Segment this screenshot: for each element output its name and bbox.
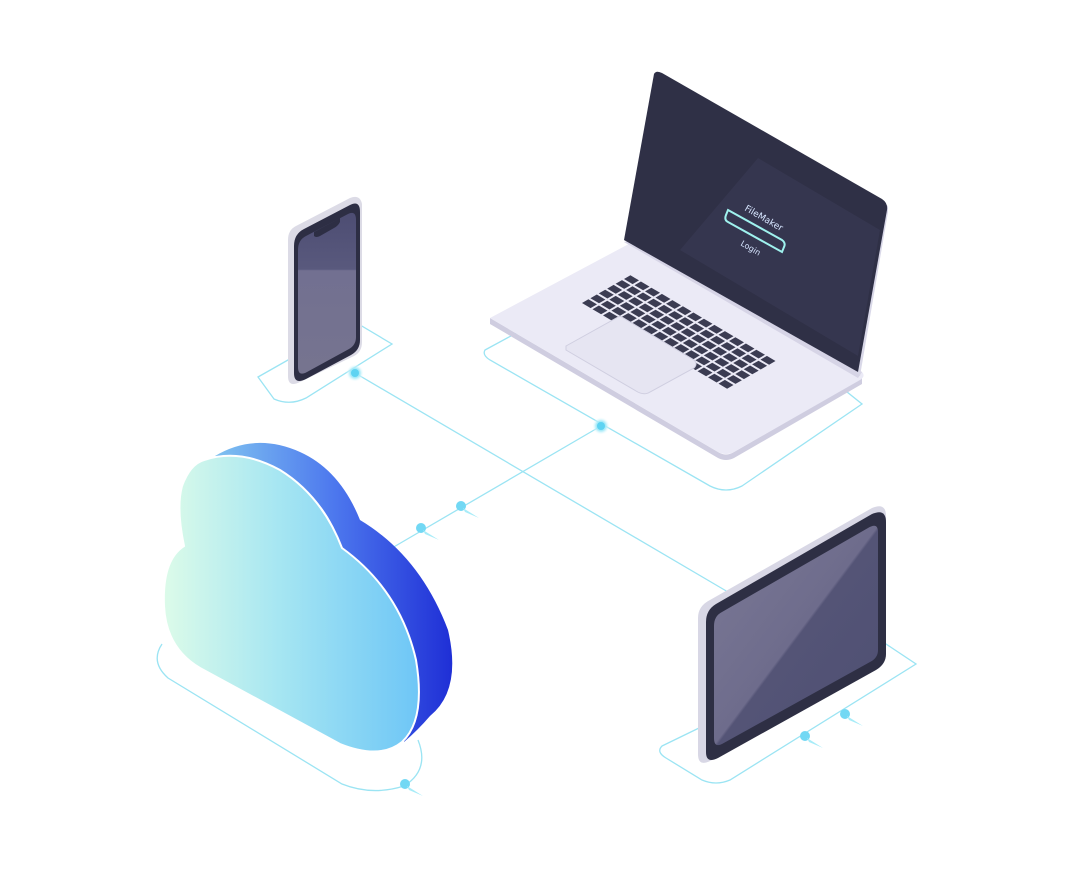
keyboard-key [672, 333, 688, 342]
keyboard-key [726, 375, 742, 384]
keyboard-key [695, 356, 711, 366]
keyboard-key [651, 320, 667, 330]
keyboard-key [716, 368, 732, 378]
phone-notch [314, 218, 340, 237]
keyboard-key [731, 348, 747, 358]
keyboard-key [600, 300, 616, 310]
cloud-front [162, 454, 420, 753]
keyboard-key [699, 329, 715, 339]
packet-icon [840, 709, 863, 726]
keyboard-key [674, 344, 690, 353]
keyboard-key [611, 306, 627, 316]
keyboard-key [733, 359, 749, 369]
keyboard-key [670, 322, 686, 331]
packet-icon [416, 523, 439, 540]
keyboard-key [687, 312, 702, 322]
packet-icon [456, 501, 479, 518]
keyboard-key [649, 309, 665, 319]
keyboard-key [684, 350, 700, 360]
keyboard-key [653, 331, 669, 341]
keyboard-key [645, 287, 660, 297]
keyboard-key [663, 337, 679, 347]
keyboard-key [642, 325, 658, 335]
keyboard-key [708, 373, 723, 383]
keyboard-key [735, 370, 751, 380]
keyboard-key [739, 343, 755, 353]
connection-nodes [346, 364, 610, 435]
keyboard-key [607, 284, 623, 294]
phone-screen [298, 212, 356, 374]
keyboard-key [624, 275, 639, 285]
keyboard-key [708, 324, 723, 334]
keyboard-key [636, 292, 652, 302]
keyboard-key [661, 326, 677, 336]
keyboard-key [743, 365, 759, 375]
keyboard-key [718, 379, 734, 389]
keyboard-key [720, 342, 736, 351]
login-field[interactable] [724, 208, 786, 254]
packet-icon [800, 731, 823, 748]
phone-device [288, 196, 362, 384]
keyboard-key [718, 331, 734, 340]
keyboard-key [582, 299, 597, 309]
keyboard-key [752, 360, 768, 370]
keyboard-key [655, 293, 671, 303]
laptop-trackpad[interactable] [565, 315, 697, 395]
laptop-base [490, 238, 864, 454]
keyboard-key [697, 367, 713, 377]
keyboard-key [668, 311, 684, 320]
keyboard-key [598, 289, 614, 299]
keyboard-key [701, 340, 717, 350]
keyboard-key [712, 346, 728, 356]
keyboard-key [609, 295, 625, 305]
keyboard-key [590, 294, 606, 304]
keyboard-key [750, 349, 765, 359]
keyboard-key [603, 311, 618, 321]
cloud-icon [162, 442, 453, 753]
keyboard-key [676, 306, 692, 316]
keyboard-key [703, 351, 719, 361]
keyboard-key [621, 313, 637, 322]
keyboard-key [634, 281, 650, 291]
connector-lines [156, 249, 918, 792]
keyboard-key [628, 297, 644, 307]
keyboard-key [760, 355, 776, 365]
data-packets [400, 501, 863, 796]
keyboard-key [710, 335, 726, 345]
tablet-screen [714, 525, 878, 746]
keyboard-key [714, 357, 730, 367]
keyboard-key [741, 354, 757, 364]
keyboard-key [619, 302, 635, 311]
keyboard-key [638, 303, 654, 313]
keyboard-key [722, 353, 738, 362]
keyboard-key [632, 319, 648, 329]
keyboard-key [680, 328, 696, 338]
keyboard-key [666, 300, 681, 309]
keyboard-key [697, 318, 713, 328]
keyboard-key [657, 304, 673, 314]
keyboard-key [729, 337, 744, 347]
keyboard-key [640, 314, 656, 324]
keyboard-key [659, 315, 675, 325]
tablet-device [698, 506, 886, 763]
cloud-side [215, 442, 453, 742]
keyboard-key [617, 291, 633, 300]
packet-icon [400, 779, 423, 796]
keyboard-key [693, 345, 709, 355]
keyboard-key [724, 364, 740, 373]
keyboard-key [626, 286, 642, 296]
keyboard-key [615, 280, 631, 289]
laptop-device: FileMaker Login [490, 71, 888, 460]
keyboard-key [647, 298, 663, 308]
keyboard-key [682, 339, 698, 349]
keyboard-key [691, 334, 707, 344]
keyboard-key [630, 308, 646, 318]
keyboard-key [678, 317, 694, 327]
keyboard-key [592, 305, 608, 315]
keyboard-key [689, 323, 705, 333]
keyboard-key [705, 362, 721, 372]
